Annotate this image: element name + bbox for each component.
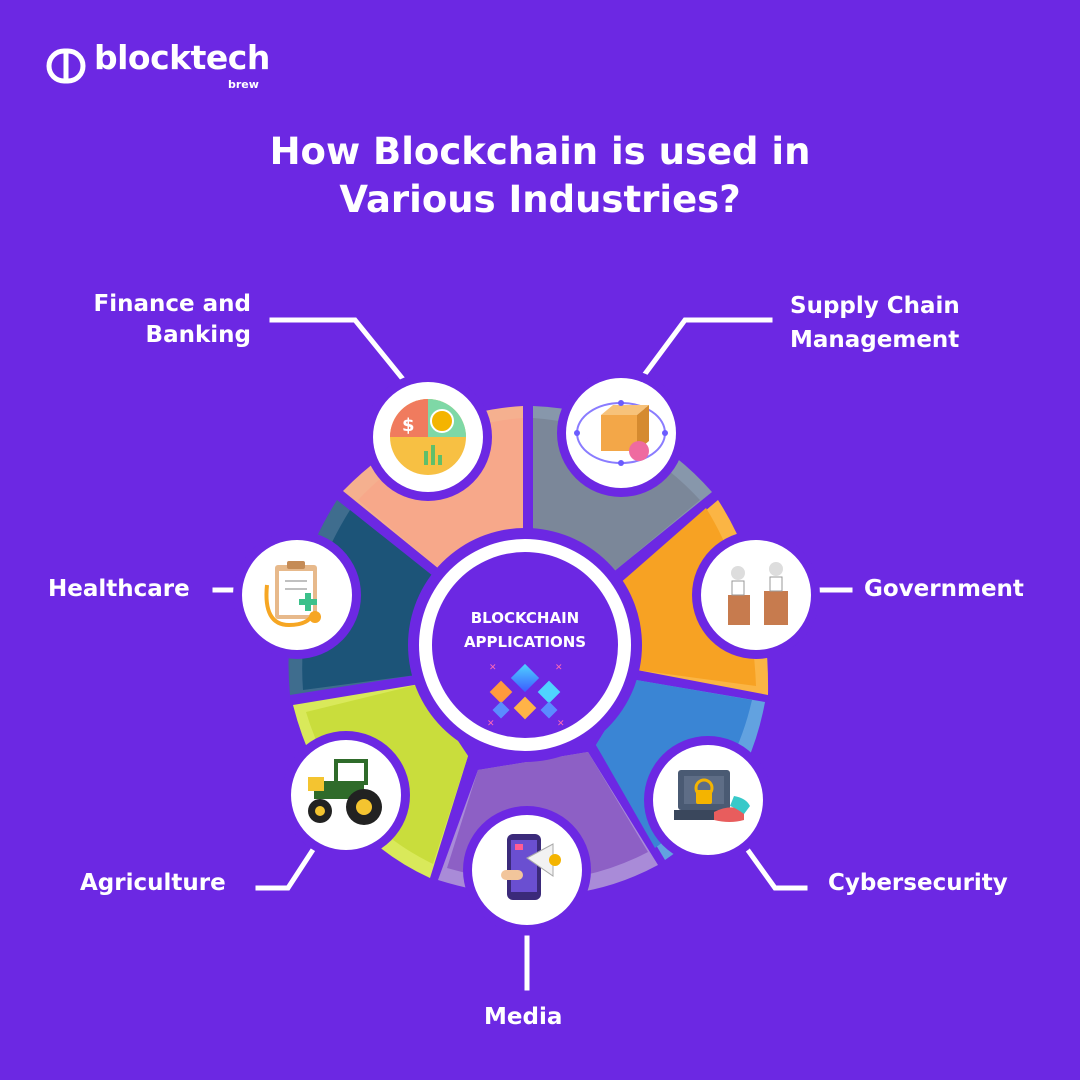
blocktech-logo-icon [46,48,86,84]
tractor-icon [282,731,410,859]
brand-logo: blocktech [46,40,270,84]
center-title-line2: APPLICATIONS [463,633,587,651]
svg-text:✕: ✕ [489,663,497,673]
center-title: BLOCKCHAIN APPLICATIONS [420,606,630,654]
page-title-line1: How Blockchain is used in [269,130,811,173]
package-chain-icon [557,369,685,497]
label-supply-line1: Supply Chain [790,293,960,319]
page-title-line2: Various Industries? [339,178,741,221]
label-finance-line1: Finance and [93,291,251,317]
label-media: Media [484,1004,563,1030]
connector-lines [212,317,853,991]
clipboard-stethoscope-icon [233,531,361,659]
label-finance: Finance and Banking [84,289,251,351]
label-supply-line2: Management [790,327,960,353]
finance-chart-icon: $ [364,373,492,501]
brand-name: blocktech [94,38,270,77]
svg-text:✕: ✕ [555,663,563,673]
label-supply-chain: Supply Chain Management [790,289,960,357]
label-agriculture: Agriculture [80,870,226,896]
icon-circles: $ [233,369,820,934]
label-finance-line2: Banking [145,322,251,348]
brand-subname: brew [228,78,259,91]
svg-text:$: $ [402,415,415,436]
connector-finance [269,317,406,382]
podium-officials-icon [692,531,820,659]
svg-text:✕: ✕ [487,719,495,729]
connector-cyber [738,838,808,891]
laptop-lock-icon [644,736,772,864]
center-title-line1: BLOCKCHAIN [470,609,580,627]
label-healthcare: Healthcare [48,576,190,602]
svg-text:✕: ✕ [557,719,565,729]
connector-agriculture [255,838,322,891]
phone-megaphone-icon [463,806,591,934]
label-cybersecurity: Cybersecurity [828,870,1008,896]
connector-supply [638,317,773,382]
center-hub: ✕ ✕ ✕ ✕ [408,528,642,762]
label-government: Government [864,576,1024,602]
